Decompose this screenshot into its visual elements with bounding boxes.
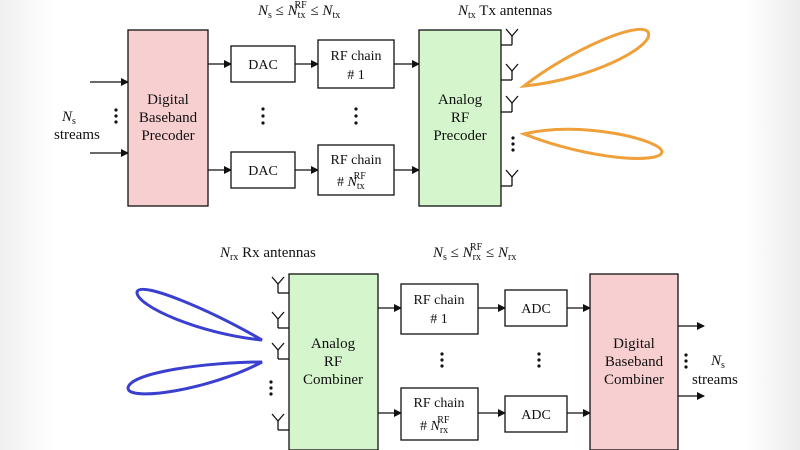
rx-antenna-icon	[271, 413, 289, 431]
analog-precoder-line-1: Analog	[438, 92, 483, 108]
rx-output-streams-label: streams	[692, 372, 738, 388]
rx-rf-chain-bottom-block	[400, 387, 479, 441]
tx-antenna-icon	[501, 28, 519, 46]
rx-output-dots	[684, 353, 688, 369]
rx-rf-dots	[440, 352, 444, 368]
receiver: Nrx Rx antennas Ns ≤ NrxRF ≤ Nrx	[126, 242, 738, 450]
tx-input-streams-label: streams	[54, 127, 100, 143]
rx-rf-chain-top-block	[400, 283, 479, 335]
tx-antenna-array	[501, 28, 519, 187]
tx-antenna-icon	[501, 169, 519, 187]
rx-rf-chain-bottom-line2: # NrxRF	[420, 415, 450, 436]
tx-input-ns-label: Ns	[61, 109, 76, 127]
rx-beam-lobe-lower	[126, 360, 263, 396]
analog-precoder-line-2: RF	[451, 110, 469, 126]
tx-beam-lobe-upper	[519, 27, 651, 88]
combiner-line-1: Digital	[613, 336, 655, 352]
adc-top-label: ADC	[521, 302, 551, 317]
rx-antennas-label: Nrx Rx antennas	[219, 245, 316, 263]
left-shading	[0, 0, 55, 450]
dac-bottom-label: DAC	[248, 164, 278, 179]
combiner-line-3: Combiner	[604, 372, 664, 388]
rx-antenna-array	[269, 276, 289, 431]
digital-baseband-precoder-block	[127, 29, 209, 207]
digital-baseband-combiner-block	[589, 273, 679, 450]
tx-rf-dots	[354, 107, 358, 125]
adc-top-block	[504, 289, 568, 327]
dac-top-block	[230, 45, 296, 83]
rx-adc-dots	[537, 352, 541, 368]
tx-antenna-icon	[501, 95, 519, 113]
tx-rf-chain-top-line2: # 1	[347, 68, 365, 83]
rx-antenna-icon	[271, 276, 289, 294]
rx-rf-chain-bottom-line1: RF chain	[414, 396, 465, 411]
tx-rf-chain-top-line1: RF chain	[331, 49, 382, 64]
tx-dac-dots	[261, 107, 265, 125]
analog-rf-combiner-block	[288, 273, 379, 450]
combiner-line-2: Baseband	[605, 354, 664, 370]
tx-rf-chain-bottom-block	[317, 144, 395, 196]
analog-combiner-line-1: Analog	[311, 336, 356, 352]
rx-rf-chain-top-line2: # 1	[430, 312, 448, 327]
adc-bottom-block	[504, 395, 568, 433]
analog-combiner-line-3: Combiner	[303, 372, 363, 388]
precoder-line-2: Baseband	[139, 110, 198, 126]
rx-beam-lobe-upper	[135, 287, 263, 342]
tx-antenna-icon	[501, 63, 519, 81]
adc-bottom-label: ADC	[521, 408, 551, 423]
tx-beam-lobe-lower	[519, 127, 664, 160]
tx-antennas-label: Ntx Tx antennas	[457, 3, 552, 21]
dac-bottom-block	[230, 151, 296, 189]
right-shading	[745, 0, 800, 450]
rx-antenna-icon	[271, 342, 289, 360]
tx-input-dots	[114, 108, 118, 124]
dac-top-label: DAC	[248, 58, 278, 73]
transmitter: Ns ≤ NtxRF ≤ Ntx Ntx Tx antennas Ns stre…	[54, 0, 664, 207]
analog-rf-precoder-block	[418, 29, 502, 207]
rx-rf-chain-top-line1: RF chain	[414, 293, 465, 308]
tx-rf-chain-bottom-line1: RF chain	[331, 153, 382, 168]
rx-output-ns-label: Ns	[710, 353, 725, 371]
rx-antenna-icon	[271, 311, 289, 329]
tx-rf-chain-bottom-line2: # NtxRF	[337, 171, 366, 192]
precoder-line-3: Precoder	[141, 128, 194, 144]
analog-precoder-line-3: Precoder	[433, 128, 486, 144]
tx-rf-constraint-label: Ns ≤ NtxRF ≤ Ntx	[257, 0, 340, 21]
rx-rf-constraint-label: Ns ≤ NrxRF ≤ Nrx	[432, 242, 516, 263]
rx-antenna-dots	[269, 380, 273, 396]
tx-antenna-dots	[511, 136, 515, 152]
analog-combiner-line-2: RF	[324, 354, 342, 370]
tx-rf-chain-top-block	[317, 39, 395, 89]
precoder-line-1: Digital	[147, 92, 189, 108]
